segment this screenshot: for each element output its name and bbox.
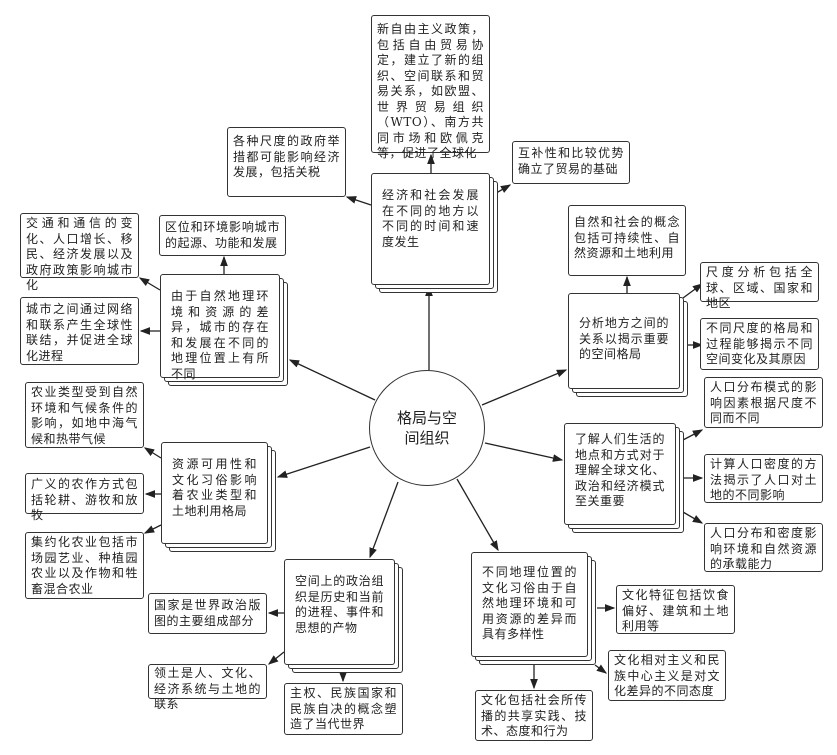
leaf-agri-type: 农业类型受到自然环境和气候条件的影响，如地中海气候和热带气候: [25, 382, 144, 448]
hub-analysis: 分析地方之间的关系以揭示重要的空间格局: [568, 293, 680, 389]
leaf-pop-density: 计算人口密度的方法揭示了人口对土地的不同影响: [704, 454, 823, 503]
center-topic: 格局与空间组织: [369, 370, 485, 486]
hub-agriculture: 资源可用性和文化习俗影响着农业类型和土地利用格局: [161, 442, 268, 544]
leaf-transport: 交通和通信的变化、人口增长、移民、经济发展以及政府政策影响城市化: [20, 213, 139, 292]
leaf-cultural-traits: 文化特征包括饮食偏好、建筑和土地利用等: [616, 585, 735, 634]
leaf-extensive: 广义的农作方式包括轮耕、游牧和放牧: [25, 473, 144, 522]
leaf-trade: 互补性和比较优势确立了贸易的基础: [512, 141, 630, 184]
leaf-state: 国家是世界政治版图的主要组成部分: [148, 593, 267, 634]
leaf-pop-factors: 人口分布模式的影响因素根据尺度不同而不同: [704, 377, 823, 428]
leaf-government: 各种尺度的政府举措都可能影响经济发展，包括关税: [227, 127, 346, 197]
leaf-location: 区位和环境影响城市的起源、功能和发展: [159, 215, 286, 256]
leaf-territory: 领土是人、文化、经济系统与土地的联系: [148, 664, 267, 711]
arrow-center-political: [369, 481, 399, 559]
hub-economy: 经济和社会发展在不同的地方以不同的时间和速度发生: [371, 173, 490, 285]
hub-political: 空间上的政治组织是历史和当前的进程、事件和思想的产物: [284, 559, 395, 665]
leaf-carrying-capacity: 人口分布和密度影响环境和自然资源的承载能力: [704, 523, 823, 572]
arrow-center-analysis: [481, 369, 568, 406]
leaf-culture-definition: 文化包括社会所传播的共享实践、技术、态度和行为: [475, 690, 593, 741]
leaf-scale: 尺度分析包括全球、区域、国家和地区: [700, 262, 819, 310]
leaf-sovereignty: 主权、民族国家和民族自决的概念塑造了当代世界: [284, 683, 403, 735]
arrow-center-urban: [288, 359, 376, 401]
leaf-network: 城市之间通过网络和联系产生全球性联结，并促进全球化进程: [20, 297, 139, 365]
arrow-center-agriculture: [276, 446, 371, 478]
leaf-concepts: 自然和社会的概念包括可持续性、自然资源和土地利用: [568, 205, 686, 276]
hub-population: 了解人们生活的地点和方式对于理解全球文化、政治和经济模式至关重要: [564, 423, 676, 525]
leaf-neoliberal: 新自由主义政策，包括自由贸易协定，建立了新的组织、空间联系和贸易关系，如欧盟、世…: [371, 15, 490, 160]
leaf-intensive: 集约化农业包括市场园艺业、种植园农业以及作物和牲畜混合农业: [25, 532, 144, 599]
hub-urban: 由于自然地理环境和资源的差异，城市的存在和发展在不同的地理位置上有所不同: [160, 274, 280, 381]
arrow-center-population: [484, 442, 564, 462]
leaf-scale-patterns: 不同尺度的格局和过程能够揭示不同空间变化及其原因: [700, 318, 819, 370]
center-topic-label: 格局与空间组织: [396, 409, 457, 447]
leaf-relativism: 文化相对主义和民族中心主义是对文化差异的不同态度: [608, 650, 726, 701]
arrow-center-culture: [456, 478, 499, 552]
hub-culture: 不同地理位置的文化习俗由于自然地理环境和可用资源的差异而具有多样性: [471, 552, 588, 657]
